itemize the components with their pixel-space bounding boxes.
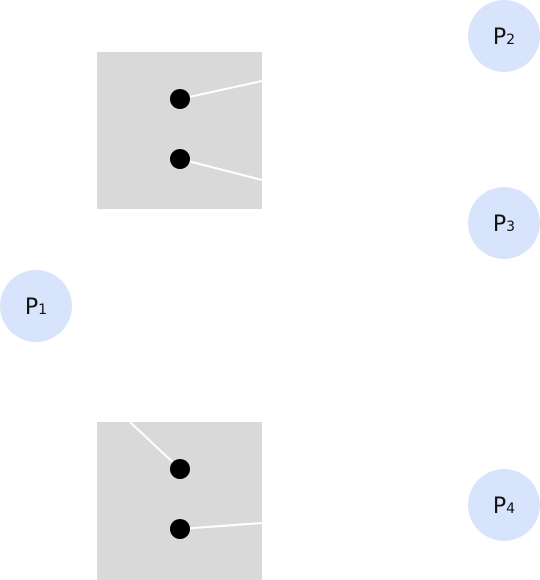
node-p4-letter: P xyxy=(493,494,506,519)
bottom-box-dot-2 xyxy=(170,519,190,539)
node-p4-index: 4 xyxy=(506,501,515,517)
node-p3-index: 3 xyxy=(506,219,515,235)
top-box-line-2 xyxy=(179,158,263,181)
bottom-box-rect xyxy=(97,422,262,580)
bottom-box-dot-1 xyxy=(170,459,190,479)
node-p2-circle xyxy=(468,0,540,72)
node-p4-circle xyxy=(468,469,540,541)
node-p4: P4 xyxy=(468,469,540,541)
node-p2-letter: P xyxy=(493,25,506,50)
node-p4-label: P4 xyxy=(493,494,515,519)
top-box-line-1 xyxy=(179,80,263,100)
node-p3-letter: P xyxy=(493,212,506,237)
node-p1-index: 1 xyxy=(38,302,47,318)
node-p1-label: P1 xyxy=(25,295,47,320)
top-box-rect xyxy=(97,52,262,209)
node-p3: P3 xyxy=(468,187,540,259)
bottom-box xyxy=(97,421,263,580)
top-box xyxy=(97,52,263,209)
top-box-dot-1 xyxy=(170,89,190,109)
node-p2-index: 2 xyxy=(506,32,515,48)
node-p3-circle xyxy=(468,187,540,259)
top-box-dot-2 xyxy=(170,149,190,169)
node-p1: P1 xyxy=(0,270,72,342)
node-p3-label: P3 xyxy=(493,212,515,237)
node-p2-label: P2 xyxy=(493,25,515,50)
node-p2: P2 xyxy=(468,0,540,72)
bottom-box-line-1 xyxy=(129,421,181,470)
node-p1-circle xyxy=(0,270,72,342)
bottom-box-line-2 xyxy=(179,522,263,530)
node-p1-letter: P xyxy=(25,295,38,320)
